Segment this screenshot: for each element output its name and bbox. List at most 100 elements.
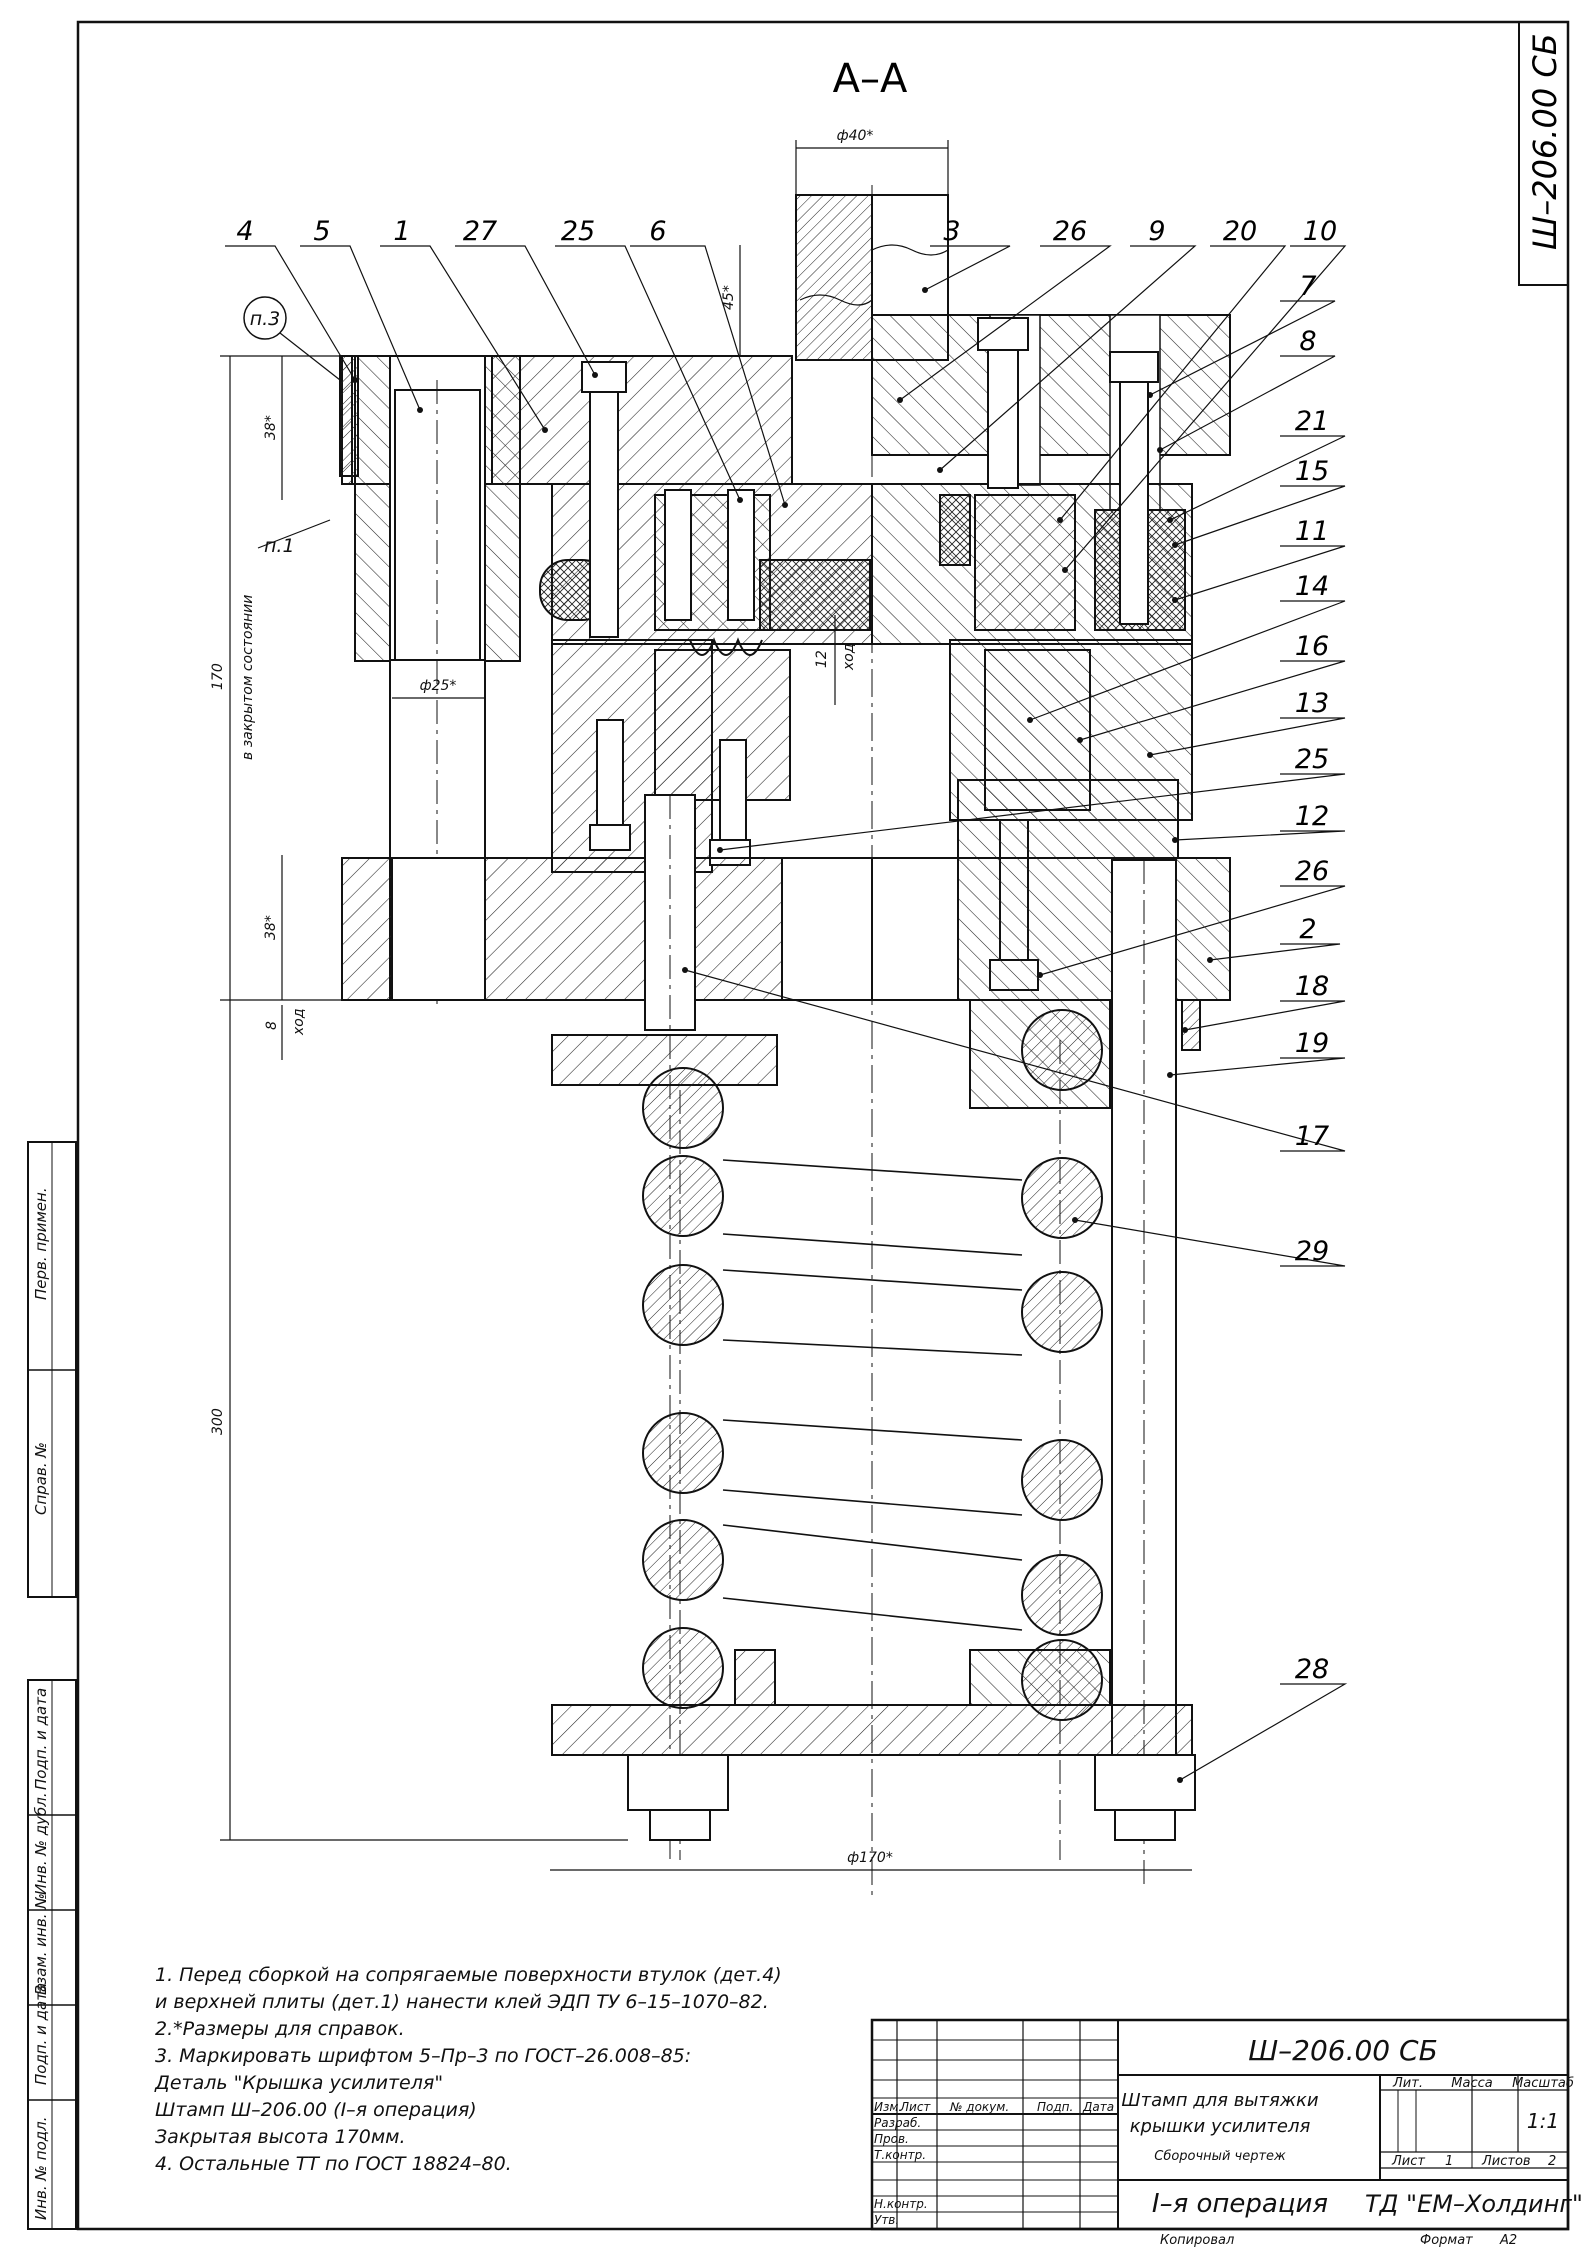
leader-dot [1027, 717, 1033, 723]
sheet-frame [27, 20, 1570, 2231]
tb-h-sign: Подп. [1037, 2100, 1073, 2114]
position-number: 3 [943, 216, 960, 247]
dim-h8: 8 [264, 1021, 280, 1030]
leader-line [1039, 885, 1346, 976]
side-stamp-6: Инв. № подл. [32, 2117, 50, 2220]
position-number: 21 [1295, 406, 1329, 437]
leader-line [1169, 435, 1346, 521]
leader-line [1059, 245, 1287, 521]
leader-line [1064, 245, 1347, 571]
leader-dot [1177, 1777, 1183, 1783]
dim-stroke-small: ход [841, 643, 857, 671]
mechanism [339, 185, 1231, 1900]
position-number: 13 [1295, 688, 1329, 719]
leader-dot [1172, 837, 1178, 843]
leader-dot [897, 397, 903, 403]
leader-dot [782, 502, 788, 508]
tb-operation: I–я операция [1152, 2189, 1328, 2219]
leader-dot [1207, 957, 1213, 963]
dim-closed-state: в закрытом состоянии [240, 595, 256, 760]
leader-line [1174, 485, 1346, 546]
leader-dot [717, 847, 723, 853]
position-number: 11 [1295, 516, 1329, 547]
tb-role-4: Утв. [874, 2213, 899, 2227]
tb-doc-type: Сборочный чертеж [1154, 2149, 1286, 2164]
leader-line [1169, 1057, 1346, 1076]
position-number: 25 [561, 216, 595, 247]
title-block [870, 2018, 1570, 2231]
position-number: 9 [1148, 216, 1165, 247]
tb-copied: Копировал [1160, 2233, 1234, 2248]
dim-h170: 170 [210, 663, 226, 690]
position-number: 1 [393, 216, 410, 247]
leader-line [924, 245, 1011, 291]
dim-d25: ф25* [420, 678, 457, 694]
tb-designation: Ш–206.00 СБ [1248, 2034, 1438, 2067]
leader-line [300, 245, 421, 411]
note-line: 3. Маркировать шрифтом 5–Пр–3 по ГОСТ–26… [155, 2045, 692, 2067]
side-stamp-2: Подп. и дата [32, 1688, 50, 1790]
leader-line [1174, 830, 1346, 841]
title-block-text: Ш–206.00 СБ Штамп для вытяжки крышки уси… [874, 2034, 1583, 2248]
leader-line [1209, 943, 1341, 961]
callout-p3: п.3 [250, 308, 281, 330]
dim-d40: ф40* [837, 128, 874, 144]
leader-dot [1072, 1217, 1078, 1223]
leader-dot [1057, 517, 1063, 523]
position-number: 17 [1295, 1121, 1329, 1152]
leader-dot [1147, 752, 1153, 758]
leader-dot [1037, 972, 1043, 978]
tb-role-0: Разраб. [874, 2116, 921, 2130]
callout-p1: п.1 [264, 535, 295, 557]
position-number: 14 [1295, 571, 1329, 602]
note-line: Закрытая высота 170мм. [155, 2126, 406, 2148]
position-number: 8 [1299, 326, 1316, 357]
tb-sheet-value: 1 [1445, 2154, 1453, 2169]
leader-line [1184, 1000, 1346, 1031]
position-number: 20 [1223, 216, 1257, 247]
tb-sheet-label: Лист [1391, 2154, 1425, 2169]
leader-line [1149, 717, 1346, 756]
leader-line [225, 245, 356, 381]
leader-line [939, 245, 1197, 471]
leader-dot [1172, 542, 1178, 548]
position-number: 29 [1295, 1236, 1329, 1267]
leader-line [1079, 660, 1346, 741]
tb-role-1: Пров. [874, 2132, 909, 2146]
position-number: 6 [649, 216, 666, 247]
position-number: 26 [1295, 856, 1329, 887]
leader-line [555, 245, 741, 501]
dim-h12: 12 [814, 650, 830, 668]
position-number: 18 [1295, 971, 1329, 1002]
position-number: 27 [463, 216, 497, 247]
tb-role-2: Т.контр. [874, 2148, 926, 2162]
leader-dot [1147, 392, 1153, 398]
position-number: 4 [236, 216, 253, 247]
leader-dot [1077, 737, 1083, 743]
leader-dot [592, 372, 598, 378]
position-number: 26 [1053, 216, 1087, 247]
position-number: 12 [1295, 801, 1329, 832]
leader-dot [1062, 567, 1068, 573]
leader-line [1029, 600, 1346, 721]
dim-h38-top: 38* [263, 415, 279, 440]
leader-dot [1182, 1027, 1188, 1033]
tb-h-doc: № докум. [949, 2100, 1009, 2114]
side-stamp-4: Взам. инв. № [32, 1893, 50, 1995]
leader-dot [1167, 1072, 1173, 1078]
tb-format-value: А2 [1499, 2233, 1517, 2248]
tb-h-date: Дата [1082, 2100, 1114, 2114]
leader-dot [1157, 447, 1163, 453]
side-stamp-3: Инв. № дубл. [32, 1792, 50, 1895]
dim-h300: 300 [210, 1408, 226, 1435]
position-number: 2 [1299, 914, 1316, 945]
leader-line [899, 245, 1112, 401]
leader-line [380, 245, 546, 431]
leader-line [1179, 1683, 1348, 1781]
tb-h-izm: Изм. [874, 2100, 902, 2114]
position-number: 28 [1295, 1654, 1329, 1685]
tb-scale: Масштаб [1512, 2076, 1574, 2091]
tb-scale-value: 1:1 [1527, 2109, 1559, 2133]
leader-line [684, 969, 1346, 1152]
